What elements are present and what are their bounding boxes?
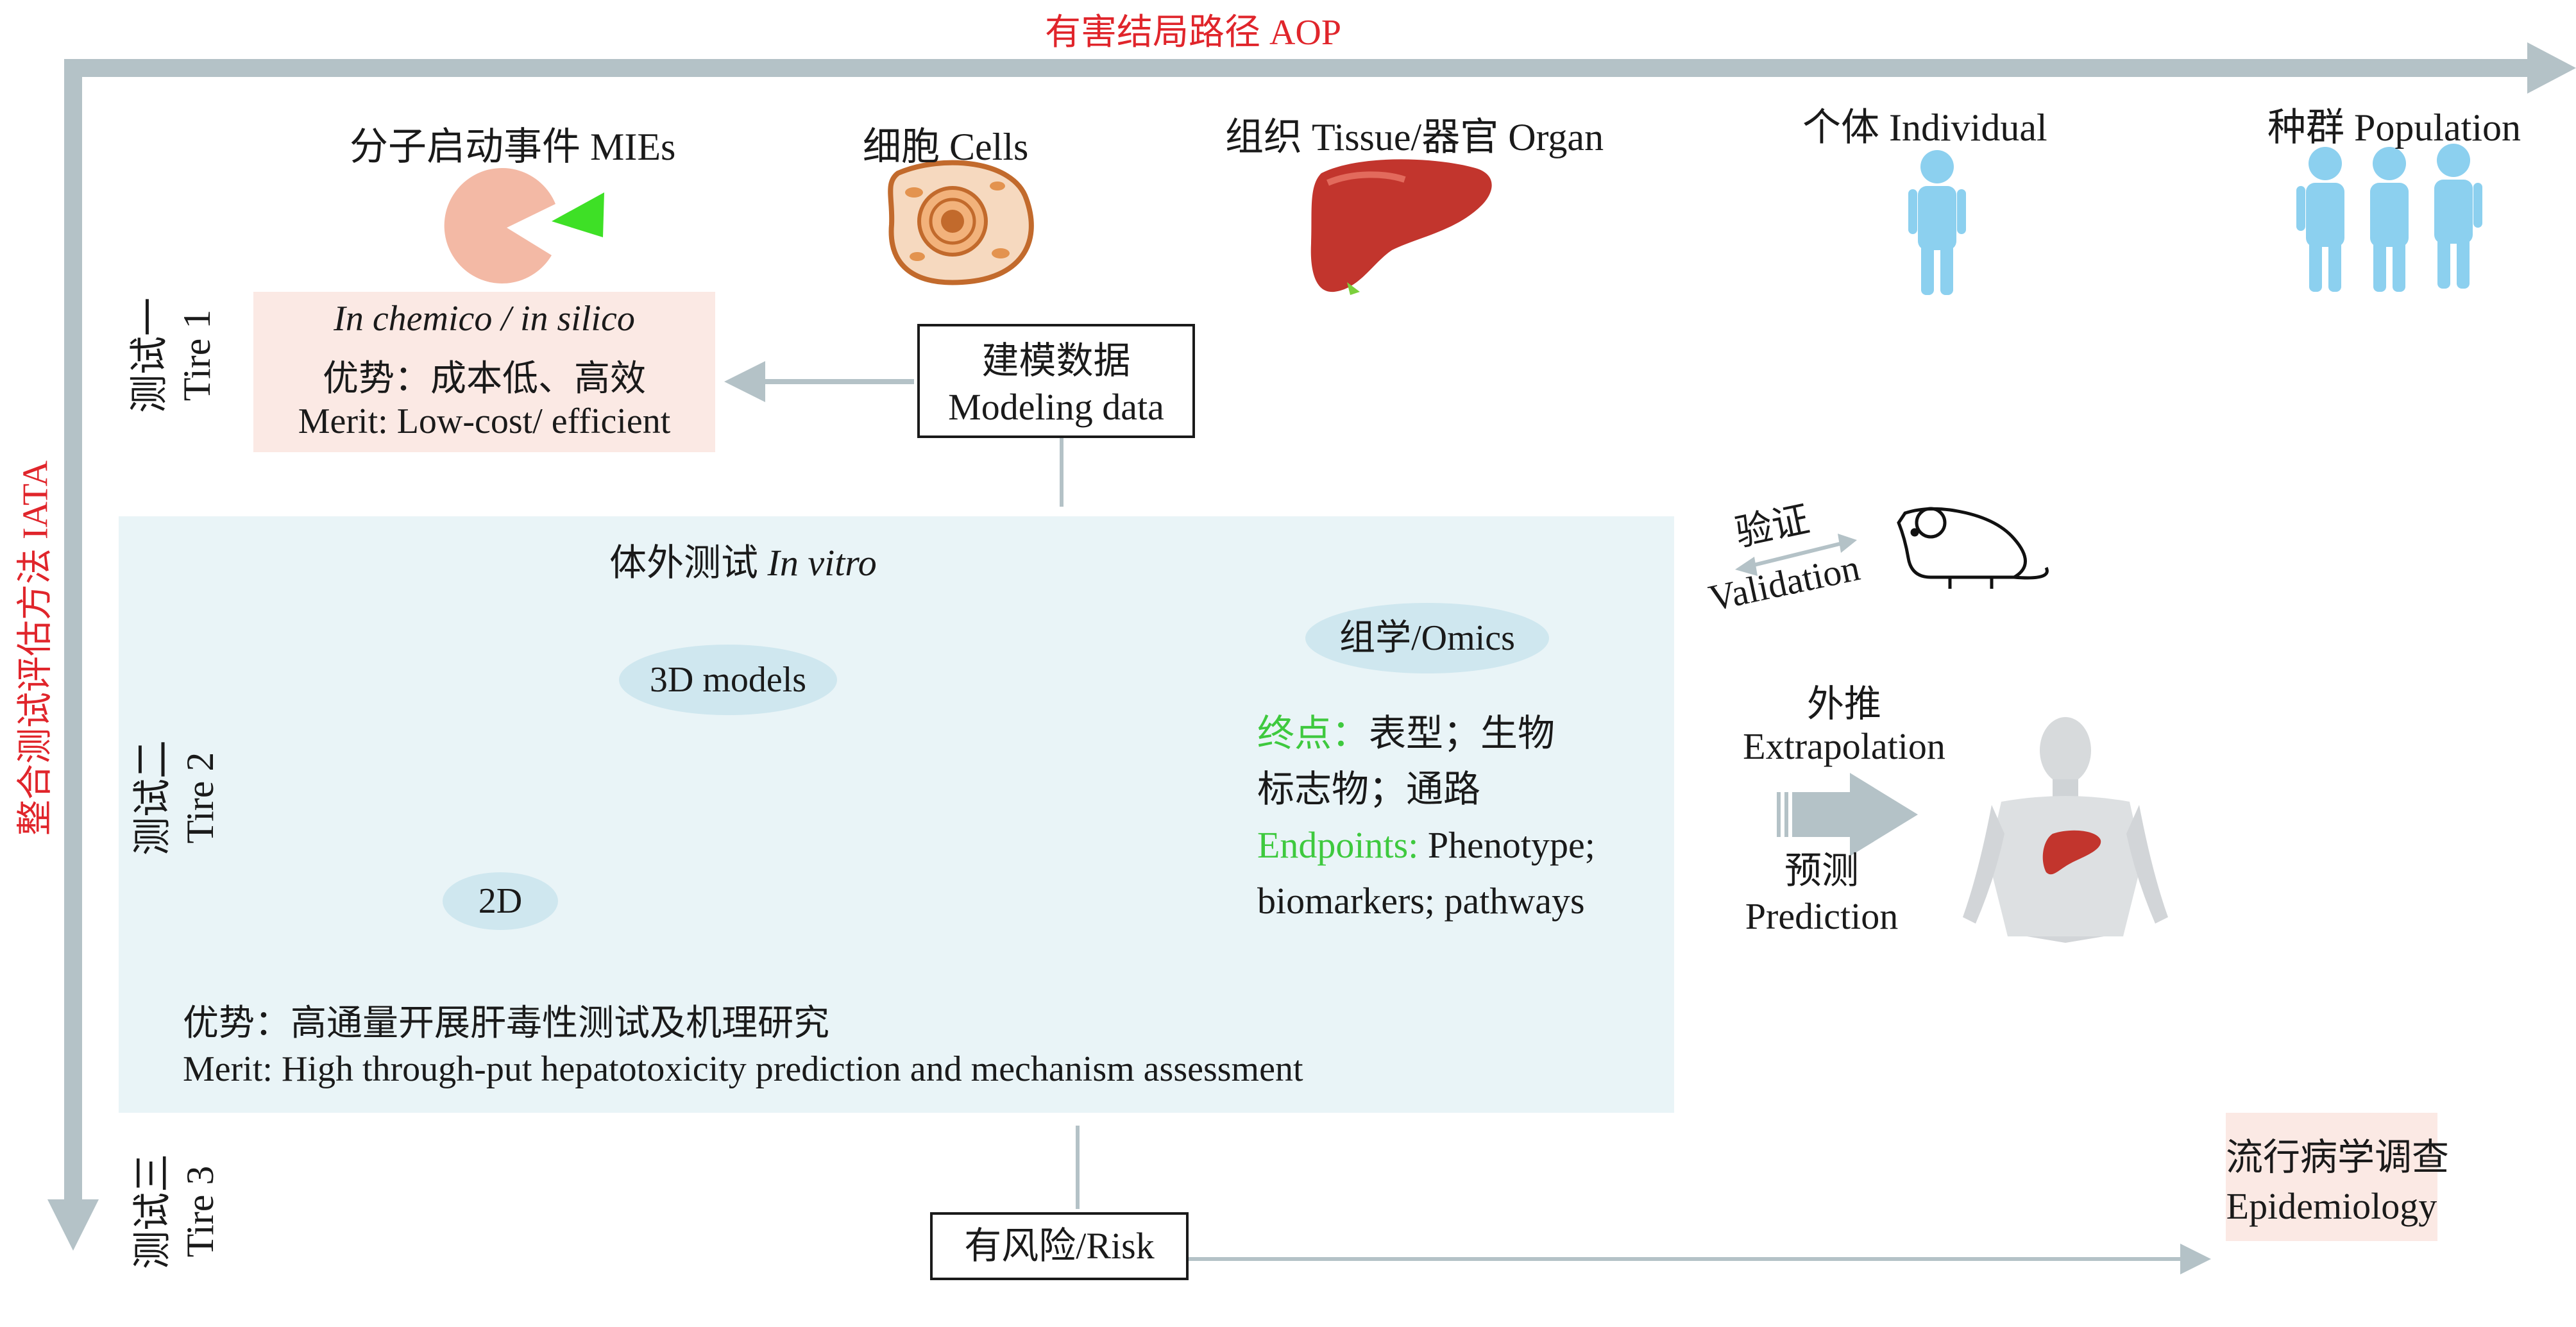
- risk-box: 有风险/Risk: [930, 1212, 1189, 1280]
- aop-axis-label: 有害结局路径 AOP: [1044, 13, 1342, 53]
- endpoints-cn-line2: 标志物；通路: [1257, 768, 1481, 810]
- modeling-data-cn: 建模数据: [981, 340, 1131, 382]
- tier3-label: 测试三 Tire 3: [129, 1096, 224, 1327]
- endpoints-en-line2: biomarkers; pathways: [1257, 880, 1585, 922]
- tier1-label-en: Tire 1: [176, 309, 218, 401]
- epidemiology-box: 流行病学调查 Epidemiology: [2226, 1113, 2450, 1241]
- tier1-advantage: 优势：成本低、高效: [323, 359, 646, 399]
- endpoints-text: 终点：表型；生物 标志物；通路 Endpoints: Phenotype; bi…: [1257, 706, 1595, 929]
- level-label-individual: 个体 Individual: [1802, 106, 2047, 149]
- iata-axis-label: 整合测试评估方法 IATA: [15, 460, 56, 836]
- omics-bubble: 组学/Omics: [1305, 603, 1549, 673]
- aop-axis-arrow: [64, 42, 2576, 94]
- iata-axis-arrow: [47, 59, 99, 1251]
- human-body-icon: [1963, 717, 2168, 943]
- prediction-cn: 预测: [1784, 850, 1859, 892]
- tier2-advantage: 优势：高通量开展肝毒性测试及机理研究: [183, 1004, 829, 1044]
- population-icon: [2296, 144, 2482, 292]
- tier2-label-cn: 测试二: [131, 740, 174, 856]
- tier1-method-box: In chemico / in silico 优势：成本低、高效 Merit: …: [253, 292, 715, 452]
- endpoints-en-line1: Phenotype;: [1418, 824, 1595, 866]
- endpoints-cn-line1: 表型；生物: [1369, 713, 1555, 754]
- modeling-data-box: 建模数据 Modeling data: [917, 324, 1195, 438]
- epidemiology-en: Epidemiology: [2226, 1185, 2437, 1227]
- tier2-label: 测试二 Tire 2: [129, 682, 224, 913]
- level-label-cells: 细胞 Cells: [863, 126, 1029, 168]
- in-vitro-title-cn: 体外测试: [609, 542, 759, 584]
- tier3-label-cn: 测试三: [131, 1154, 174, 1269]
- 2d-bubble: 2D: [443, 872, 558, 930]
- prediction-en: Prediction: [1745, 895, 1899, 937]
- level-label-population: 种群 Population: [2267, 106, 2521, 149]
- epidemiology-cn: 流行病学调查: [2226, 1137, 2450, 1178]
- endpoints-label-en: Endpoints:: [1257, 824, 1419, 866]
- tier1-merit: Merit: Low-cost/ efficient: [298, 401, 671, 441]
- cell-icon: [888, 160, 1034, 285]
- pacman-molecule-icon: [444, 167, 604, 283]
- extrapolation-cn: 外推: [1806, 683, 1881, 725]
- tier1-label: 测试一 Tire 1: [126, 240, 221, 471]
- tier2-label-en: Tire 2: [179, 752, 221, 844]
- 3d-models-bubble: 3D models: [619, 645, 837, 715]
- extrapolation-en: Extrapolation: [1743, 725, 1945, 767]
- tier1-label-cn: 测试一: [128, 298, 171, 413]
- tier3-label-en: Tire 3: [179, 1165, 221, 1258]
- mouse-icon: [1897, 507, 2049, 589]
- validation-arrow: [1735, 534, 1857, 576]
- modeling-data-en: Modeling data: [948, 386, 1164, 428]
- level-label-mie: 分子启动事件 MIEs: [350, 126, 676, 168]
- tier2-merit: Merit: High through-put hepatotoxicity p…: [183, 1049, 1303, 1089]
- liver-icon: [1310, 159, 1492, 295]
- person-icon: [1908, 150, 1966, 295]
- endpoints-label-cn: 终点：: [1257, 713, 1369, 754]
- in-vitro-title: 体外测试 In vitro: [609, 532, 877, 586]
- in-vitro-title-en: In vitro: [767, 542, 877, 584]
- tier1-title: In chemico / in silico: [334, 299, 635, 339]
- level-label-tissue: 组织 Tissue/器官 Organ: [1225, 116, 1604, 158]
- extrapolation-arrow: [1777, 773, 1918, 856]
